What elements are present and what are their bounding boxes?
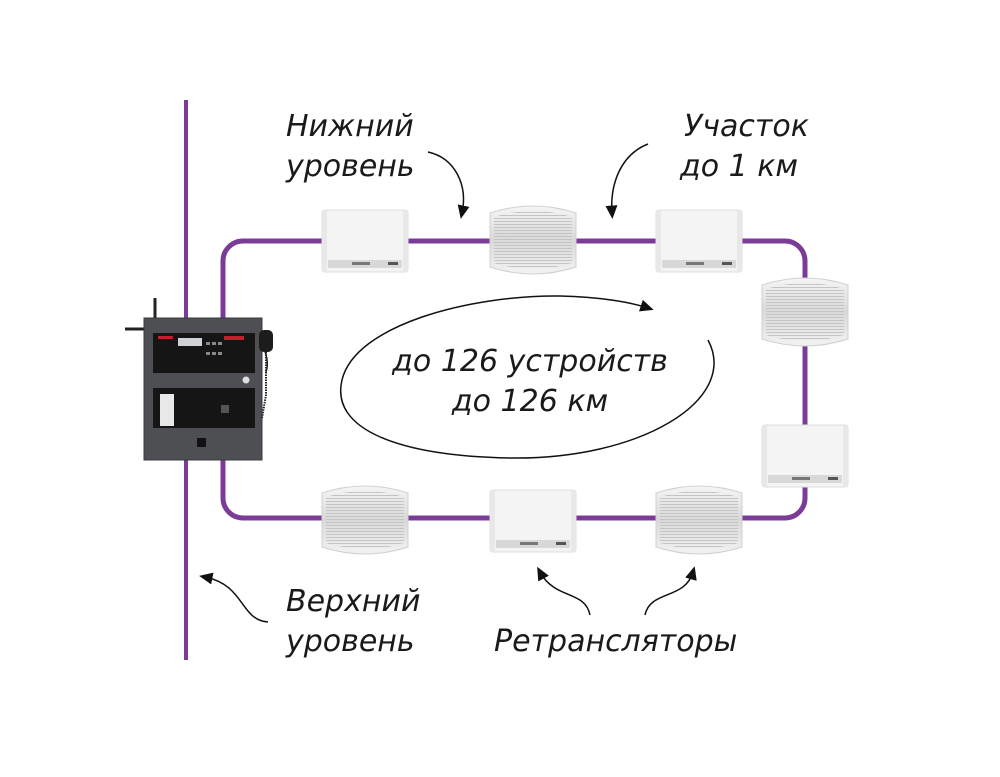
repeater-device (761, 424, 849, 488)
repeater-device (655, 209, 743, 273)
label-line: уровень (286, 624, 415, 659)
ring-direction-arrow (339, 295, 715, 459)
label-line: Нижний (286, 109, 414, 144)
siren-device (655, 485, 743, 555)
upper-level-label: Верхний уровень (286, 582, 420, 662)
segment-label: Участок до 1 км (680, 107, 809, 187)
repeaters-label: Ретрансляторы (494, 624, 738, 659)
callout-arrow (537, 566, 591, 616)
label-line: до 126 км (451, 384, 609, 419)
siren-device (321, 485, 409, 555)
control-panel (125, 298, 273, 461)
label-line: уровень (286, 149, 415, 184)
siren-device (489, 205, 577, 275)
capacity-label: до 126 устройств до 126 км (380, 342, 680, 422)
label-line: до 126 устройств (392, 344, 668, 379)
label-line: Верхний (286, 584, 421, 619)
callout-arrow (427, 151, 470, 219)
repeater-device (321, 209, 409, 273)
repeater-device (489, 489, 577, 553)
callout-arrow (199, 572, 269, 623)
callout-arrow (605, 143, 649, 219)
siren-device (761, 277, 849, 347)
lower-level-label: Нижний уровень (286, 107, 415, 187)
label-line: до 1 км (680, 149, 799, 184)
label-line: Участок (684, 109, 809, 144)
callout-arrow (644, 566, 697, 616)
